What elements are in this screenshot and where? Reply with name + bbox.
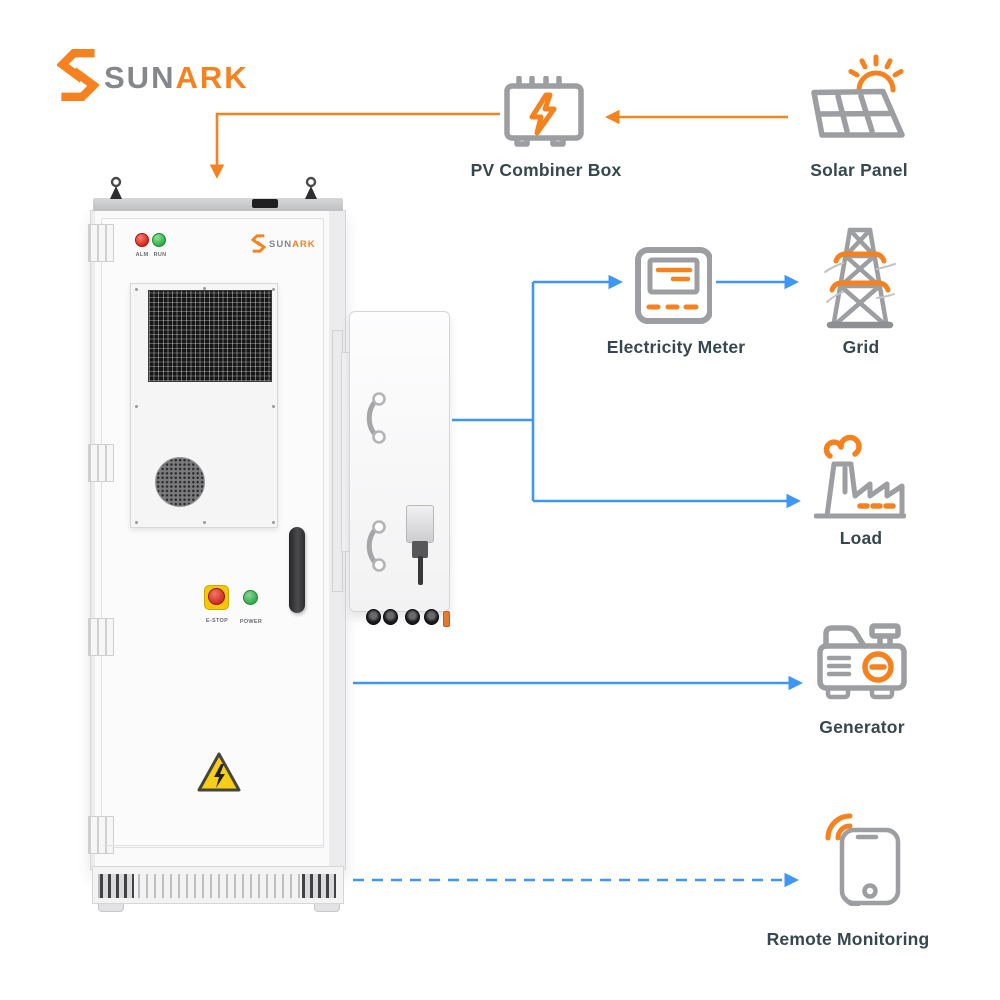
- brand-wordmark-sun: SUN: [104, 60, 176, 95]
- cabinet-base-vent-dark: [100, 874, 134, 898]
- door-bottom-seam: [103, 845, 324, 846]
- solar-panel-icon: [811, 54, 905, 138]
- cabinet-foot: [98, 904, 124, 912]
- inverter-plug: [412, 541, 428, 558]
- alarm-light-label: ALM: [135, 252, 149, 258]
- alarm-indicator-light: [135, 233, 149, 247]
- combiner-box-icon: [504, 76, 584, 147]
- estop-label: E-STOP: [205, 618, 229, 624]
- pv-combiner-label: PV Combiner Box: [470, 160, 622, 180]
- lifting-hook-icon: [305, 176, 317, 199]
- inverter-unit: [349, 311, 450, 612]
- door-handle[interactable]: [289, 527, 305, 613]
- cabinet-base-vent-dark: [302, 874, 336, 898]
- electric-hazard-warning-icon: [197, 752, 241, 792]
- inverter-handle: [366, 392, 386, 444]
- brand-wordmark-ark: ARK: [175, 60, 249, 95]
- door-hinge: [88, 224, 114, 262]
- lifting-hook-icon: [110, 176, 122, 199]
- remote-monitoring-label: Remote Monitoring: [766, 929, 930, 949]
- inverter-port-orange: [443, 611, 450, 627]
- electricity-meter-label: Electricity Meter: [606, 337, 746, 357]
- ac-intake-grille: [148, 290, 272, 382]
- load-label: Load: [839, 528, 883, 548]
- sunark-logo-icon: [57, 49, 99, 101]
- generator-label: Generator: [819, 717, 905, 737]
- generator-icon: [817, 623, 907, 700]
- cabinet-lifting-bar: [93, 198, 343, 211]
- emergency-stop-button[interactable]: [208, 588, 225, 605]
- inverter-connector-block: [406, 505, 434, 543]
- inverter-port: [383, 609, 398, 625]
- cabinet-logo-icon: [251, 234, 266, 253]
- run-light-label: RUN: [153, 252, 167, 258]
- cabinet-logo-wordmark: SUNARK: [269, 239, 316, 250]
- phone-wifi-icon: [825, 813, 901, 906]
- cabinet-logo-sun: SUN: [269, 239, 293, 250]
- brand-wordmark: SUNARK: [104, 60, 249, 96]
- electricity-meter-icon: [635, 247, 712, 324]
- transmission-tower-icon: [824, 227, 896, 329]
- arrow-combiner-to-cabinet: [209, 112, 500, 179]
- cabinet-logo-ark: ARK: [292, 239, 316, 250]
- power-label: POWER: [239, 619, 263, 625]
- door-hinge: [88, 444, 114, 482]
- run-indicator-light: [152, 233, 166, 247]
- inverter-port: [405, 609, 420, 625]
- solar-panel-label: Solar Panel: [810, 160, 908, 180]
- factory-icon: [814, 434, 906, 519]
- grid-label: Grid: [842, 337, 880, 357]
- inverter-port: [424, 609, 439, 625]
- door-hinge: [88, 816, 114, 854]
- inverter-cable: [418, 556, 423, 585]
- cabinet-base-vents: [98, 874, 338, 898]
- cabinet-foot: [314, 904, 340, 912]
- door-hinge: [88, 618, 114, 656]
- power-button[interactable]: [243, 590, 258, 605]
- ac-fan-vent: [155, 457, 205, 507]
- inverter-port: [366, 609, 381, 625]
- cabinet-top-vent: [252, 199, 278, 208]
- inverter-handle: [366, 520, 386, 572]
